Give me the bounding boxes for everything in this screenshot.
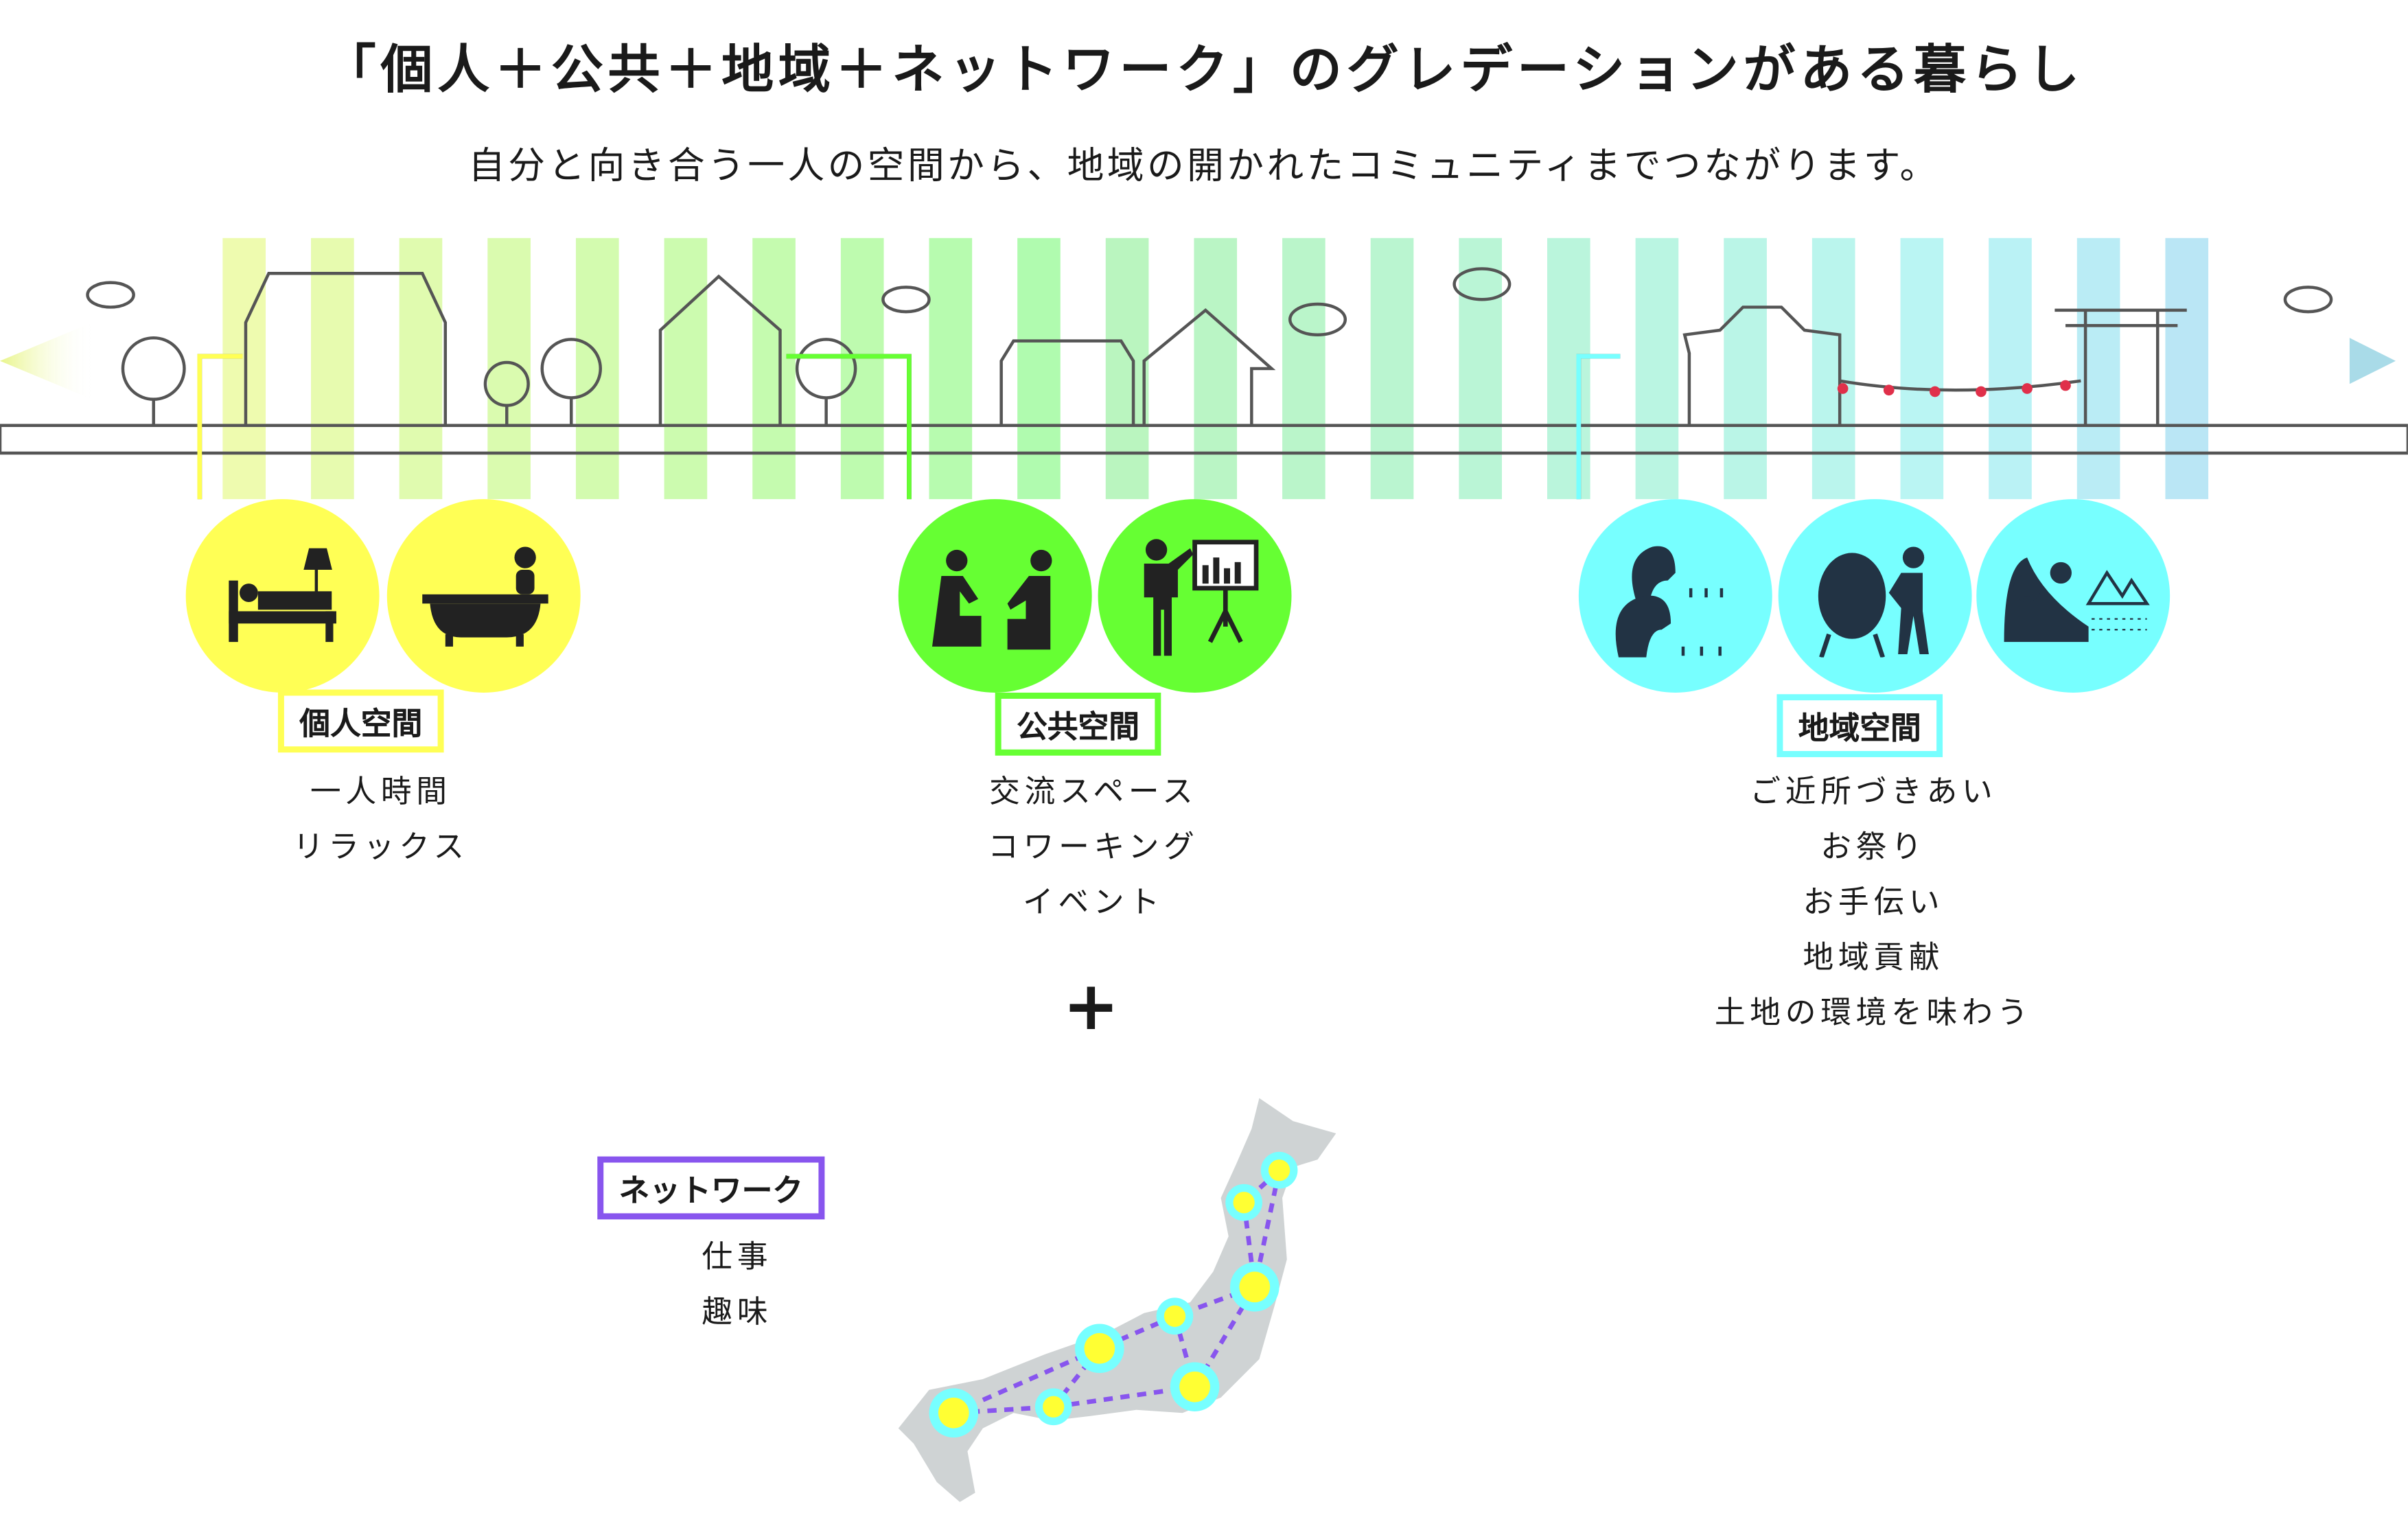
list-item: 仕事 bbox=[702, 1238, 773, 1275]
list-item: コワーキング bbox=[988, 827, 1199, 865]
network-node bbox=[1075, 1324, 1124, 1374]
gradient-stripe bbox=[929, 238, 973, 500]
cloud bbox=[881, 286, 931, 314]
gradient-stripe bbox=[399, 238, 443, 500]
page-subtitle: 自分と向き合う一人の空間から、地域の開かれたコミュニティまでつながります。 bbox=[468, 144, 1940, 187]
gradient-stripe bbox=[311, 238, 354, 500]
gradient-stripe bbox=[1194, 238, 1238, 500]
label-personal-space: 個人空間 bbox=[277, 689, 444, 753]
list-item: 地域貢献 bbox=[1803, 938, 1945, 975]
public-items: 交流スペース コワーキング イベント bbox=[940, 763, 1247, 929]
gradient-stripe bbox=[752, 238, 796, 500]
network-node bbox=[1034, 1388, 1072, 1426]
lanterns bbox=[1837, 380, 2071, 397]
gradient-stripe bbox=[1635, 238, 1679, 500]
japan-network-map bbox=[898, 1098, 1336, 1502]
local-items: ご近所づきあい お祭り お手伝い 地域貢献 土地の環境を味わう bbox=[1643, 763, 2104, 1040]
nature-landscape-icon bbox=[1976, 499, 2170, 693]
list-item: お手伝い bbox=[1803, 883, 1945, 921]
personal-items: 一人時間 リラックス bbox=[227, 763, 534, 874]
gradient-stripe bbox=[1900, 238, 1944, 500]
cloud bbox=[1288, 302, 1347, 336]
plus-sign: + bbox=[1063, 967, 1120, 1046]
page-title: 「個人＋公共＋地域＋ネットワーク」のグレデーションがある暮らし bbox=[323, 40, 2085, 102]
gradient-stripe bbox=[1724, 238, 1767, 500]
gradient-stripe bbox=[1282, 238, 1325, 500]
tree bbox=[121, 336, 186, 401]
bed-icon bbox=[185, 499, 380, 693]
presentation-icon bbox=[1098, 499, 1292, 693]
network-link bbox=[1252, 1170, 1282, 1288]
gradient-stripe bbox=[2165, 238, 2209, 500]
taiko-drum-icon bbox=[1778, 499, 1972, 693]
network-node bbox=[1225, 1183, 1262, 1221]
network-node bbox=[1170, 1362, 1220, 1411]
gradient-stripe bbox=[1370, 238, 1414, 500]
gradient-stripe bbox=[1547, 238, 1590, 500]
gradient-stripes bbox=[222, 238, 2209, 500]
list-item: 土地の環境を味わう bbox=[1714, 993, 2033, 1031]
label-network: ネットワーク bbox=[597, 1156, 825, 1220]
cloud bbox=[1452, 267, 1512, 301]
cloud bbox=[86, 281, 135, 309]
gradient-stripe bbox=[1989, 238, 2032, 500]
house-flat bbox=[999, 339, 1135, 426]
network-nodes bbox=[929, 1151, 1298, 1438]
house-large bbox=[244, 271, 448, 426]
temple bbox=[1682, 305, 1842, 426]
list-item: 趣味 bbox=[702, 1293, 773, 1330]
list-item: イベント bbox=[1022, 883, 1164, 921]
network-link bbox=[1052, 1347, 1102, 1409]
lantern-string bbox=[1839, 379, 2081, 392]
house-small bbox=[658, 274, 782, 426]
network-node bbox=[1156, 1297, 1194, 1335]
townscape-illustration bbox=[0, 238, 2408, 500]
house-gable bbox=[1142, 308, 1276, 426]
network-node bbox=[1260, 1151, 1298, 1189]
cloud bbox=[2283, 286, 2333, 314]
gradient-stripe bbox=[575, 238, 619, 500]
gradient-stripe bbox=[840, 238, 884, 500]
gradient-stripe bbox=[1105, 238, 1149, 500]
gradient-stripe bbox=[1459, 238, 1502, 500]
list-item: 交流スペース bbox=[989, 772, 1198, 810]
gradient-stripe bbox=[664, 238, 708, 500]
network-link bbox=[1172, 1315, 1197, 1388]
list-item: 一人時間 bbox=[310, 772, 452, 810]
bathtub-icon bbox=[386, 499, 581, 693]
gradient-stripe bbox=[2076, 238, 2120, 500]
label-public-space: 公共空間 bbox=[995, 692, 1161, 756]
gradient-stripe bbox=[1811, 238, 1855, 500]
label-local-space: 地域空間 bbox=[1776, 694, 1943, 757]
neighbors-icon bbox=[1578, 499, 1772, 693]
list-item: ご近所づきあい bbox=[1750, 772, 1998, 810]
arrow-left-icon bbox=[0, 322, 93, 400]
conversation-icon bbox=[898, 499, 1092, 693]
arrow-right-icon bbox=[2349, 338, 2396, 384]
network-node bbox=[929, 1388, 979, 1438]
torii-gate bbox=[2054, 308, 2187, 426]
list-item: リラックス bbox=[292, 827, 469, 865]
gradient-stripe bbox=[487, 238, 531, 500]
network-node bbox=[1229, 1262, 1280, 1312]
network-items: 仕事 趣味 bbox=[583, 1229, 890, 1339]
gradient-stripe bbox=[1017, 238, 1061, 500]
list-item: お祭り bbox=[1820, 827, 1927, 865]
